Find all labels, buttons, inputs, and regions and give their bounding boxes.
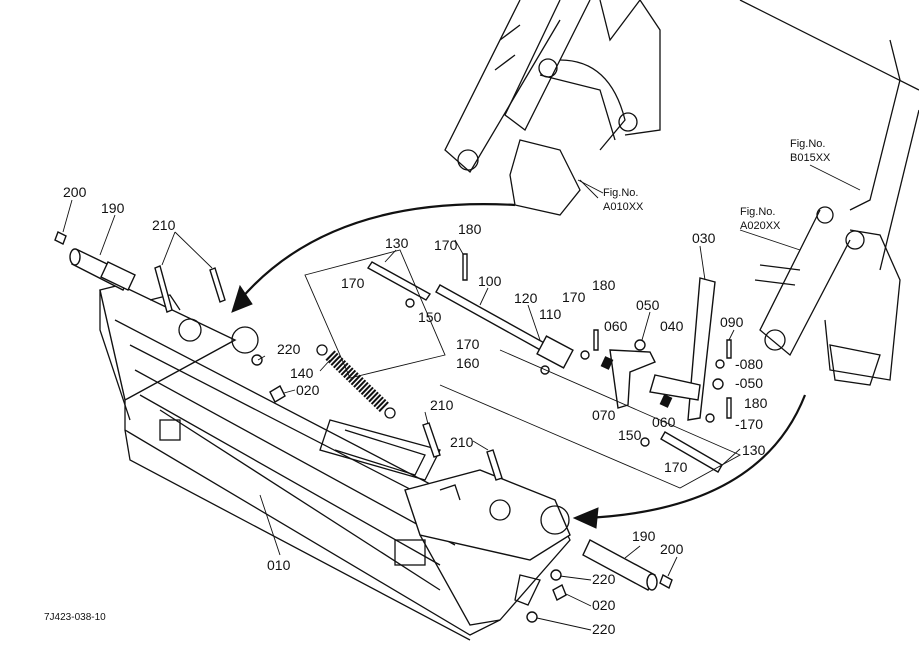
bushing-060-a xyxy=(600,356,614,370)
callout-130-lower: 130 xyxy=(742,442,766,458)
callout-080: -080 xyxy=(735,356,763,372)
callout-180-upper: 180 xyxy=(458,221,482,237)
pin-180-b xyxy=(593,329,599,351)
callout-labels: 200 190 210 130 180 170 170 100 150 120 … xyxy=(63,184,768,637)
reference-outline-upper xyxy=(304,249,446,379)
pin-130-upper xyxy=(366,261,432,301)
fig-ref-a010-label: Fig.No. xyxy=(603,187,638,199)
callout-030: 030 xyxy=(692,230,716,246)
callout-200-left: 200 xyxy=(63,184,87,200)
callout-160: 160 xyxy=(456,355,480,371)
callout-150-upper: 150 xyxy=(418,309,442,325)
washer-150-a xyxy=(405,298,415,308)
callout-050-upper: 050 xyxy=(636,297,660,313)
callout-210-left: 210 xyxy=(152,217,176,233)
washer-220-mid xyxy=(550,569,562,581)
callout-170-left2: 170 xyxy=(456,336,480,352)
grease-fitting-200-left xyxy=(54,231,67,245)
callout-210-lower: 210 xyxy=(450,434,474,450)
callout-130-upper: 130 xyxy=(385,235,409,251)
callout-120: 120 xyxy=(514,290,538,306)
washer-220-lower xyxy=(526,611,538,623)
callout-090: 090 xyxy=(720,314,744,330)
callout-050-lower: -050 xyxy=(735,375,763,391)
main-frame xyxy=(99,284,571,641)
drawing-code: 7J423-038-10 xyxy=(44,612,106,623)
arrow-head-left xyxy=(231,284,253,313)
callout-180-mid: 180 xyxy=(592,277,616,293)
callout-170-mid: 170 xyxy=(562,289,586,305)
callout-140: 140 xyxy=(290,365,314,381)
callout-060-lower: 060 xyxy=(652,414,676,430)
nipple-020-upper xyxy=(269,385,286,403)
callout-170-lower: 170 xyxy=(664,459,688,475)
fig-ref-b015-code: B015XX xyxy=(790,152,831,164)
bolt-210-a xyxy=(154,265,173,313)
callout-220-upper: 220 xyxy=(277,341,301,357)
callout-100: 100 xyxy=(478,273,502,289)
callout-060-upper: 060 xyxy=(604,318,628,334)
spring-140 xyxy=(316,344,396,419)
callout-020-lower: 020 xyxy=(592,597,616,613)
pin-190-right xyxy=(582,539,658,591)
assembly-arrow-right xyxy=(584,394,807,520)
callout-190-left: 190 xyxy=(101,200,125,216)
callout-170-upper: 170 xyxy=(434,237,458,253)
callout-110: 110 xyxy=(539,306,562,322)
callout-150-lower: 150 xyxy=(618,427,642,443)
upper-boom-assembly xyxy=(444,0,661,216)
bolt-210-d xyxy=(486,449,503,481)
callout-170-left: 170 xyxy=(341,275,365,291)
callout-070: 070 xyxy=(592,407,616,423)
callout-220-lower: 220 xyxy=(592,621,616,637)
washer-050-b xyxy=(712,378,724,390)
washer-220-upper xyxy=(251,354,263,366)
washer-050-a xyxy=(634,339,646,351)
pin-180-a xyxy=(462,253,468,281)
fig-ref-b015-label: Fig.No. xyxy=(790,138,825,150)
reference-outline-lower xyxy=(439,349,742,489)
fig-ref-a020-code: A020XX xyxy=(740,220,781,232)
plate-070 xyxy=(649,374,701,401)
fig-ref-a010-code: A010XX xyxy=(603,201,644,213)
callout-170-right: -170 xyxy=(735,416,763,432)
washer-170-b xyxy=(640,437,650,447)
bushing-060-b xyxy=(659,394,673,408)
pin-090 xyxy=(726,339,732,359)
bolt-210-b xyxy=(209,267,226,303)
block-110 xyxy=(536,335,574,369)
callout-190-right: 190 xyxy=(632,528,656,544)
washer-170-c xyxy=(705,413,715,423)
callout-220-mid: 220 xyxy=(592,571,616,587)
fig-ref-a020-label: Fig.No. xyxy=(740,206,775,218)
bracket-040 xyxy=(609,349,656,409)
washer-080 xyxy=(715,359,725,369)
arrow-head-right xyxy=(572,507,599,529)
pin-180-c xyxy=(726,397,732,419)
pin-190-left xyxy=(69,248,136,291)
right-boom-assembly xyxy=(739,0,919,386)
washer-170-a xyxy=(580,350,590,360)
pin-130-lower xyxy=(660,431,723,473)
nipple-020-lower xyxy=(552,584,567,601)
callout-040: 040 xyxy=(660,318,684,334)
grease-fitting-200-right xyxy=(659,573,673,590)
callout-210-mid: 210 xyxy=(430,397,454,413)
callout-200-right: 200 xyxy=(660,541,684,557)
bolt-210-c xyxy=(422,422,441,458)
assembly-arrow-left xyxy=(239,203,516,301)
leader-lines xyxy=(62,164,861,631)
callout-010: 010 xyxy=(267,557,291,573)
callout-180-lower: 180 xyxy=(744,395,768,411)
callout-020-upper: 020 xyxy=(296,382,320,398)
